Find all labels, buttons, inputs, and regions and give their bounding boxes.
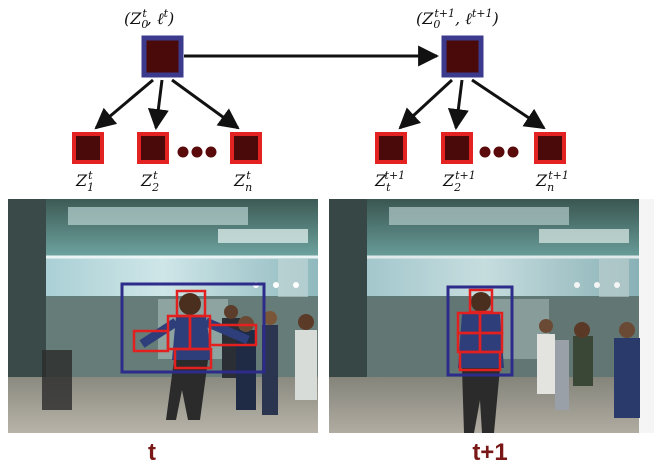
right-ellipsis-dots	[479, 146, 519, 158]
part-bbox-left-arm-t	[132, 329, 170, 353]
right-root-label: (Z0t+1, ℓt+1)	[416, 7, 499, 31]
left-part-label-2: Z2t	[140, 169, 159, 194]
right-part-label-n: Znt+1	[535, 169, 569, 194]
root-bbox-t-plus-1	[446, 285, 514, 377]
left-part-node-1	[72, 132, 104, 164]
left-root-base: (Z	[124, 9, 142, 28]
part-bbox-right-arm-t	[208, 323, 258, 347]
root-bbox-t	[120, 282, 266, 374]
right-part-node-n	[534, 132, 566, 164]
left-arrow-2	[147, 79, 169, 131]
right-tree: (Z0t+1, ℓt+1) Ztt+1 Z2t+1 Znt+1	[374, 7, 569, 194]
left-arrow-1	[94, 78, 154, 130]
right-part-label-1: Ztt+1	[374, 169, 405, 194]
bystander-figures-t1	[537, 319, 640, 418]
right-root-node	[441, 35, 484, 78]
frame-label-t: t	[148, 439, 156, 466]
bbox-overlay-t-plus-1	[446, 285, 514, 377]
right-arrow-1	[398, 78, 454, 130]
frame-photo-t	[8, 199, 320, 433]
part-bbox-hips-t1	[458, 350, 502, 372]
left-part-node-n	[230, 132, 262, 164]
bystander-figures	[42, 305, 317, 415]
left-arrow-n	[171, 78, 240, 130]
left-tree: (Z0t, ℓt) Z1t Z2t Znt	[72, 7, 262, 194]
left-part-label-n: Znt	[233, 169, 252, 194]
part-bbox-hips-t	[173, 347, 213, 370]
frame-photo-t-plus-1	[329, 199, 654, 433]
left-root-label: (Z0t, ℓt)	[124, 7, 174, 31]
left-part-label-1: Z1t	[75, 169, 94, 194]
left-root-node	[141, 35, 184, 78]
frame-label-t-plus-1: t+1	[472, 439, 507, 466]
right-part-label-2: Z2t+1	[442, 169, 476, 194]
right-arrow-2	[447, 79, 469, 131]
left-part-node-2	[137, 132, 169, 164]
bbox-overlay-t	[120, 282, 266, 374]
right-part-node-1	[375, 132, 407, 164]
right-arrow-n	[471, 78, 546, 130]
left-ellipsis-dots	[177, 146, 217, 158]
right-part-node-2	[441, 132, 473, 164]
